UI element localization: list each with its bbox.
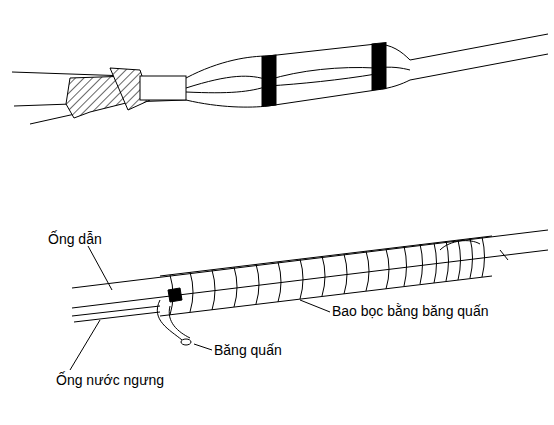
- part-label: Băng quấn: [214, 342, 282, 358]
- tape-roll: [181, 339, 191, 345]
- pipe-line: [410, 34, 548, 60]
- tape-band: [262, 55, 276, 106]
- bottom-figure: [70, 230, 548, 370]
- tape-loose: [169, 306, 190, 338]
- part-label: Bao bọc bằng băng quấn: [332, 303, 488, 319]
- leader-line: [88, 246, 112, 290]
- leader-line: [70, 320, 100, 370]
- tape-end: [440, 241, 508, 260]
- tape-band: [372, 42, 386, 89]
- part-label: Ống nước ngưng: [56, 372, 164, 388]
- tape-band: [168, 288, 182, 302]
- leader-line: [300, 300, 330, 312]
- insulation-end: [140, 76, 186, 100]
- pipe-inside: [186, 74, 376, 93]
- pipe-line: [410, 54, 548, 80]
- condensate-pipe: [74, 312, 160, 322]
- leader-line: [194, 344, 212, 350]
- pipe-line: [72, 250, 548, 308]
- part-label: Ống dẫn: [48, 231, 102, 247]
- condensate-pipe: [72, 306, 160, 316]
- top-figure: [12, 34, 548, 124]
